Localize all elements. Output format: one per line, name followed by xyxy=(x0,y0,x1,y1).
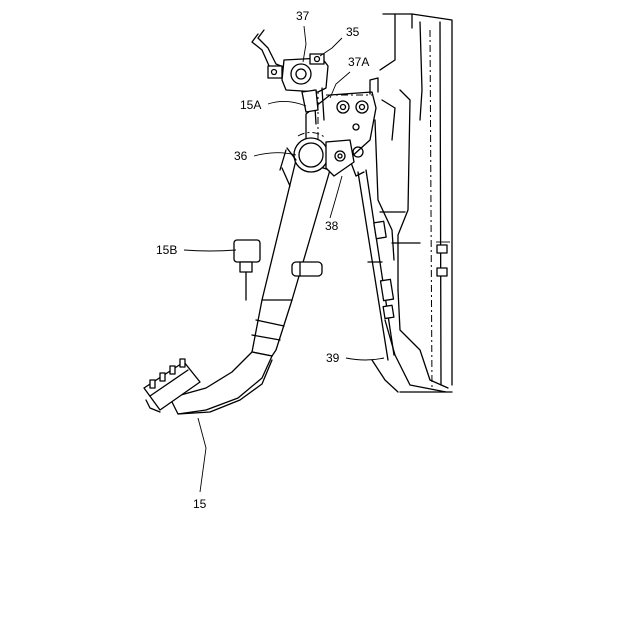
pedal-arm xyxy=(170,132,354,414)
label-38: 38 xyxy=(325,219,339,233)
label-15: 15 xyxy=(193,497,207,511)
label-37: 37 xyxy=(296,9,310,23)
reference-labels: 37 35 37A 15A 36 38 15B 39 15 xyxy=(156,9,369,511)
label-15b: 15B xyxy=(156,243,177,257)
label-37a: 37A xyxy=(348,55,369,69)
label-15a: 15A xyxy=(240,98,261,112)
label-39: 39 xyxy=(326,351,340,365)
switch-assembly xyxy=(252,30,328,124)
label-35: 35 xyxy=(346,25,360,39)
label-36: 36 xyxy=(234,149,248,163)
